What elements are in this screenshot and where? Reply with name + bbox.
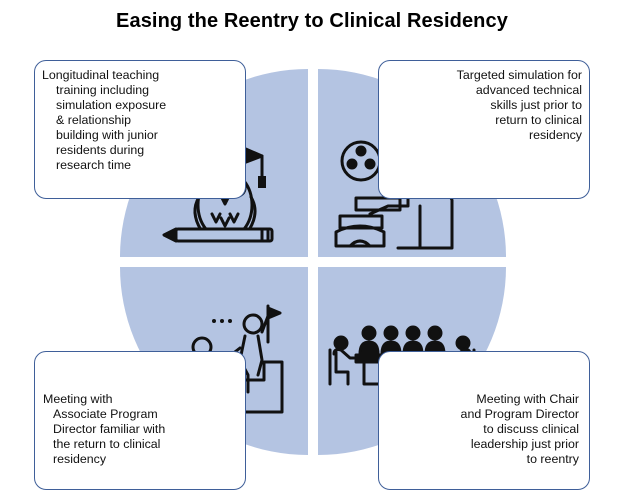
callout-text: Meeting with Associate Program Director … (43, 392, 166, 466)
callout-targeted-simulation: Targeted simulation for advanced technic… (378, 60, 590, 199)
callout-teaching-training: Longitudinal teaching training including… (34, 60, 246, 199)
callout-text: Targeted simulation for advanced technic… (456, 68, 582, 142)
callout-associate-director-meeting: Meeting with Associate Program Director … (34, 351, 246, 490)
diagram-title: Easing the Reentry to Clinical Residency (116, 10, 508, 32)
callout-text: Meeting with Chair and Program Director … (460, 392, 579, 466)
callout-text: Longitudinal teaching training including… (42, 68, 167, 172)
callout-chair-meeting: Meeting with Chair and Program Director … (378, 351, 590, 490)
